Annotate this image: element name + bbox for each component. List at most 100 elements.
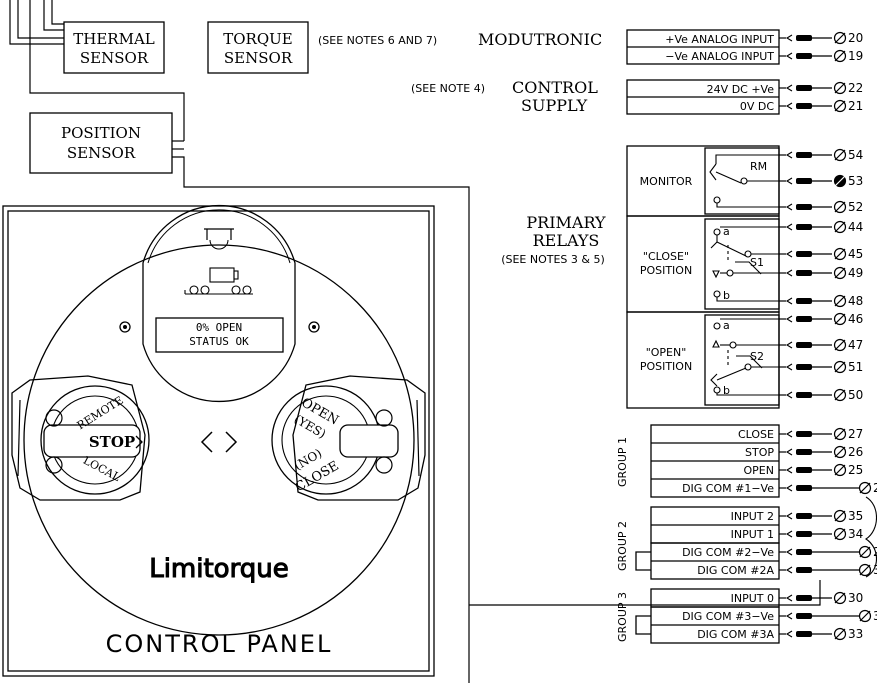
connector-arrow-icon (785, 484, 793, 492)
open-close-selector-knob[interactable]: OPEN (YES) (NO) CLOSE (271, 375, 426, 501)
torque-sensor-label-1: TORQUE (223, 30, 293, 48)
connector-arrow-icon (785, 448, 793, 456)
position-sensor-label-1: POSITION (61, 124, 141, 142)
plug-icon (796, 298, 812, 304)
plug-icon (796, 270, 812, 276)
plug-icon (796, 531, 812, 537)
plug-icon (796, 35, 812, 41)
plug-icon (796, 449, 812, 455)
primary-relays-title-1: PRIMARY (526, 213, 606, 232)
group-2-label: GROUP 2 (616, 521, 629, 571)
connector-arrow-icon (785, 512, 793, 520)
modutronic-row-label: +Ve ANALOG INPUT (665, 33, 774, 46)
terminal-number: 3 (873, 609, 877, 623)
close-contact-a-label: a (723, 225, 730, 238)
open-position-label-1: "OPEN" (646, 346, 687, 359)
group-row-label: INPUT 1 (731, 528, 774, 541)
terminal-number: 19 (848, 49, 863, 63)
plug-icon (796, 152, 812, 158)
group-row-label: DIG COM #3−Ve (682, 610, 774, 623)
plug-icon (796, 364, 812, 370)
control-panel-title: CONTROL PANEL (106, 630, 333, 658)
position-sensor-label-2: SENSOR (67, 144, 136, 162)
terminal-number: 26 (848, 445, 863, 459)
plug-icon (796, 204, 812, 210)
connector-arrow-icon (785, 466, 793, 474)
plug-icon (796, 485, 812, 491)
display-window: 0% OPEN STATUS OK (142, 204, 296, 403)
brand-logo: Limitorque (149, 554, 289, 584)
primary-relays-title-2: RELAYS (533, 231, 600, 250)
terminal-number: 45 (848, 247, 863, 261)
terminal-number: 52 (848, 200, 863, 214)
remote-local-selector-knob[interactable]: REMOTE STOP LOCAL (11, 375, 150, 501)
connector-arrow-icon (785, 269, 793, 277)
terminal-number: 20 (848, 31, 863, 45)
plug-icon (796, 595, 812, 601)
terminal-number: 2 (873, 481, 877, 495)
display-line-2: STATUS OK (189, 335, 249, 348)
plug-icon (796, 178, 812, 184)
arrow-left-icon (200, 431, 213, 453)
jumper-wire (864, 496, 877, 578)
group-row-label: STOP (745, 446, 774, 459)
plug-icon (796, 392, 812, 398)
terminal-number: 46 (848, 312, 863, 326)
terminal-number: 22 (848, 81, 863, 95)
group-row-label: INPUT 0 (731, 592, 774, 605)
terminal-number: 25 (848, 463, 863, 477)
connector-arrow-icon (785, 34, 793, 42)
terminal-number: 49 (848, 266, 863, 280)
plug-icon (796, 53, 812, 59)
terminal-number: 44 (848, 220, 863, 234)
knob-local-label: LOCAL (81, 454, 123, 485)
display-line-1: 0% OPEN (196, 321, 242, 334)
group-row-label: OPEN (744, 464, 774, 477)
thermal-sensor-label-2: SENSOR (80, 49, 149, 67)
connector-arrow-icon (785, 391, 793, 399)
close-contact-b-label: b (723, 289, 730, 302)
group-row-label: INPUT 2 (731, 510, 774, 523)
control-supply-block: 24V DC +Ve 0V DC (626, 79, 780, 115)
thermal-sensor-label-1: THERMAL (73, 30, 155, 48)
modutronic-block: +Ve ANALOG INPUT −Ve ANALOG INPUT (626, 29, 780, 65)
terminal-number: 34 (848, 527, 863, 541)
connector-arrow-icon (785, 315, 793, 323)
terminal-number: 30 (848, 591, 863, 605)
group-boxes (635, 424, 780, 644)
plug-icon (796, 224, 812, 230)
plug-icon (796, 467, 812, 473)
modutronic-row-label: −Ve ANALOG INPUT (665, 50, 774, 63)
arrow-right-icon (225, 431, 238, 453)
relay-switch-symbols (709, 154, 781, 396)
sensor-wiring (9, 0, 821, 683)
plug-icon (796, 549, 812, 555)
plug-icon (796, 251, 812, 257)
terminal-number: 54 (848, 148, 863, 162)
open-contact-a-label: a (723, 319, 730, 332)
screw-left-icon (119, 321, 131, 333)
group-row-label: CLOSE (738, 428, 774, 441)
plug-icon (796, 431, 812, 437)
connector-arrow-icon (785, 177, 793, 185)
close-position-label-1: "CLOSE" (643, 250, 689, 263)
control-panel: 0% OPEN STATUS OK (2, 204, 435, 677)
control-supply-title-2: SUPPLY (521, 96, 588, 115)
terminal-number: 27 (848, 427, 863, 441)
group-1-label: GROUP 1 (616, 437, 629, 487)
torque-sensor-box: TORQUE SENSOR (207, 21, 309, 74)
terminal-number: 33 (848, 627, 863, 641)
control-supply-row-label: 0V DC (740, 100, 774, 113)
terminal-number: 47 (848, 338, 863, 352)
relay-s2-label: S2 (750, 350, 764, 363)
control-supply-note: (SEE NOTE 4) (411, 82, 485, 95)
plug-icon (796, 567, 812, 573)
connector-arrow-icon (785, 297, 793, 305)
connector-arrow-icon (785, 341, 793, 349)
connector-arrow-icon (785, 84, 793, 92)
plug-icon (796, 342, 812, 348)
connector-arrow-icon (785, 102, 793, 110)
group-row-label: DIG COM #1−Ve (682, 482, 774, 495)
modutronic-title: MODUTRONIC (478, 30, 602, 49)
